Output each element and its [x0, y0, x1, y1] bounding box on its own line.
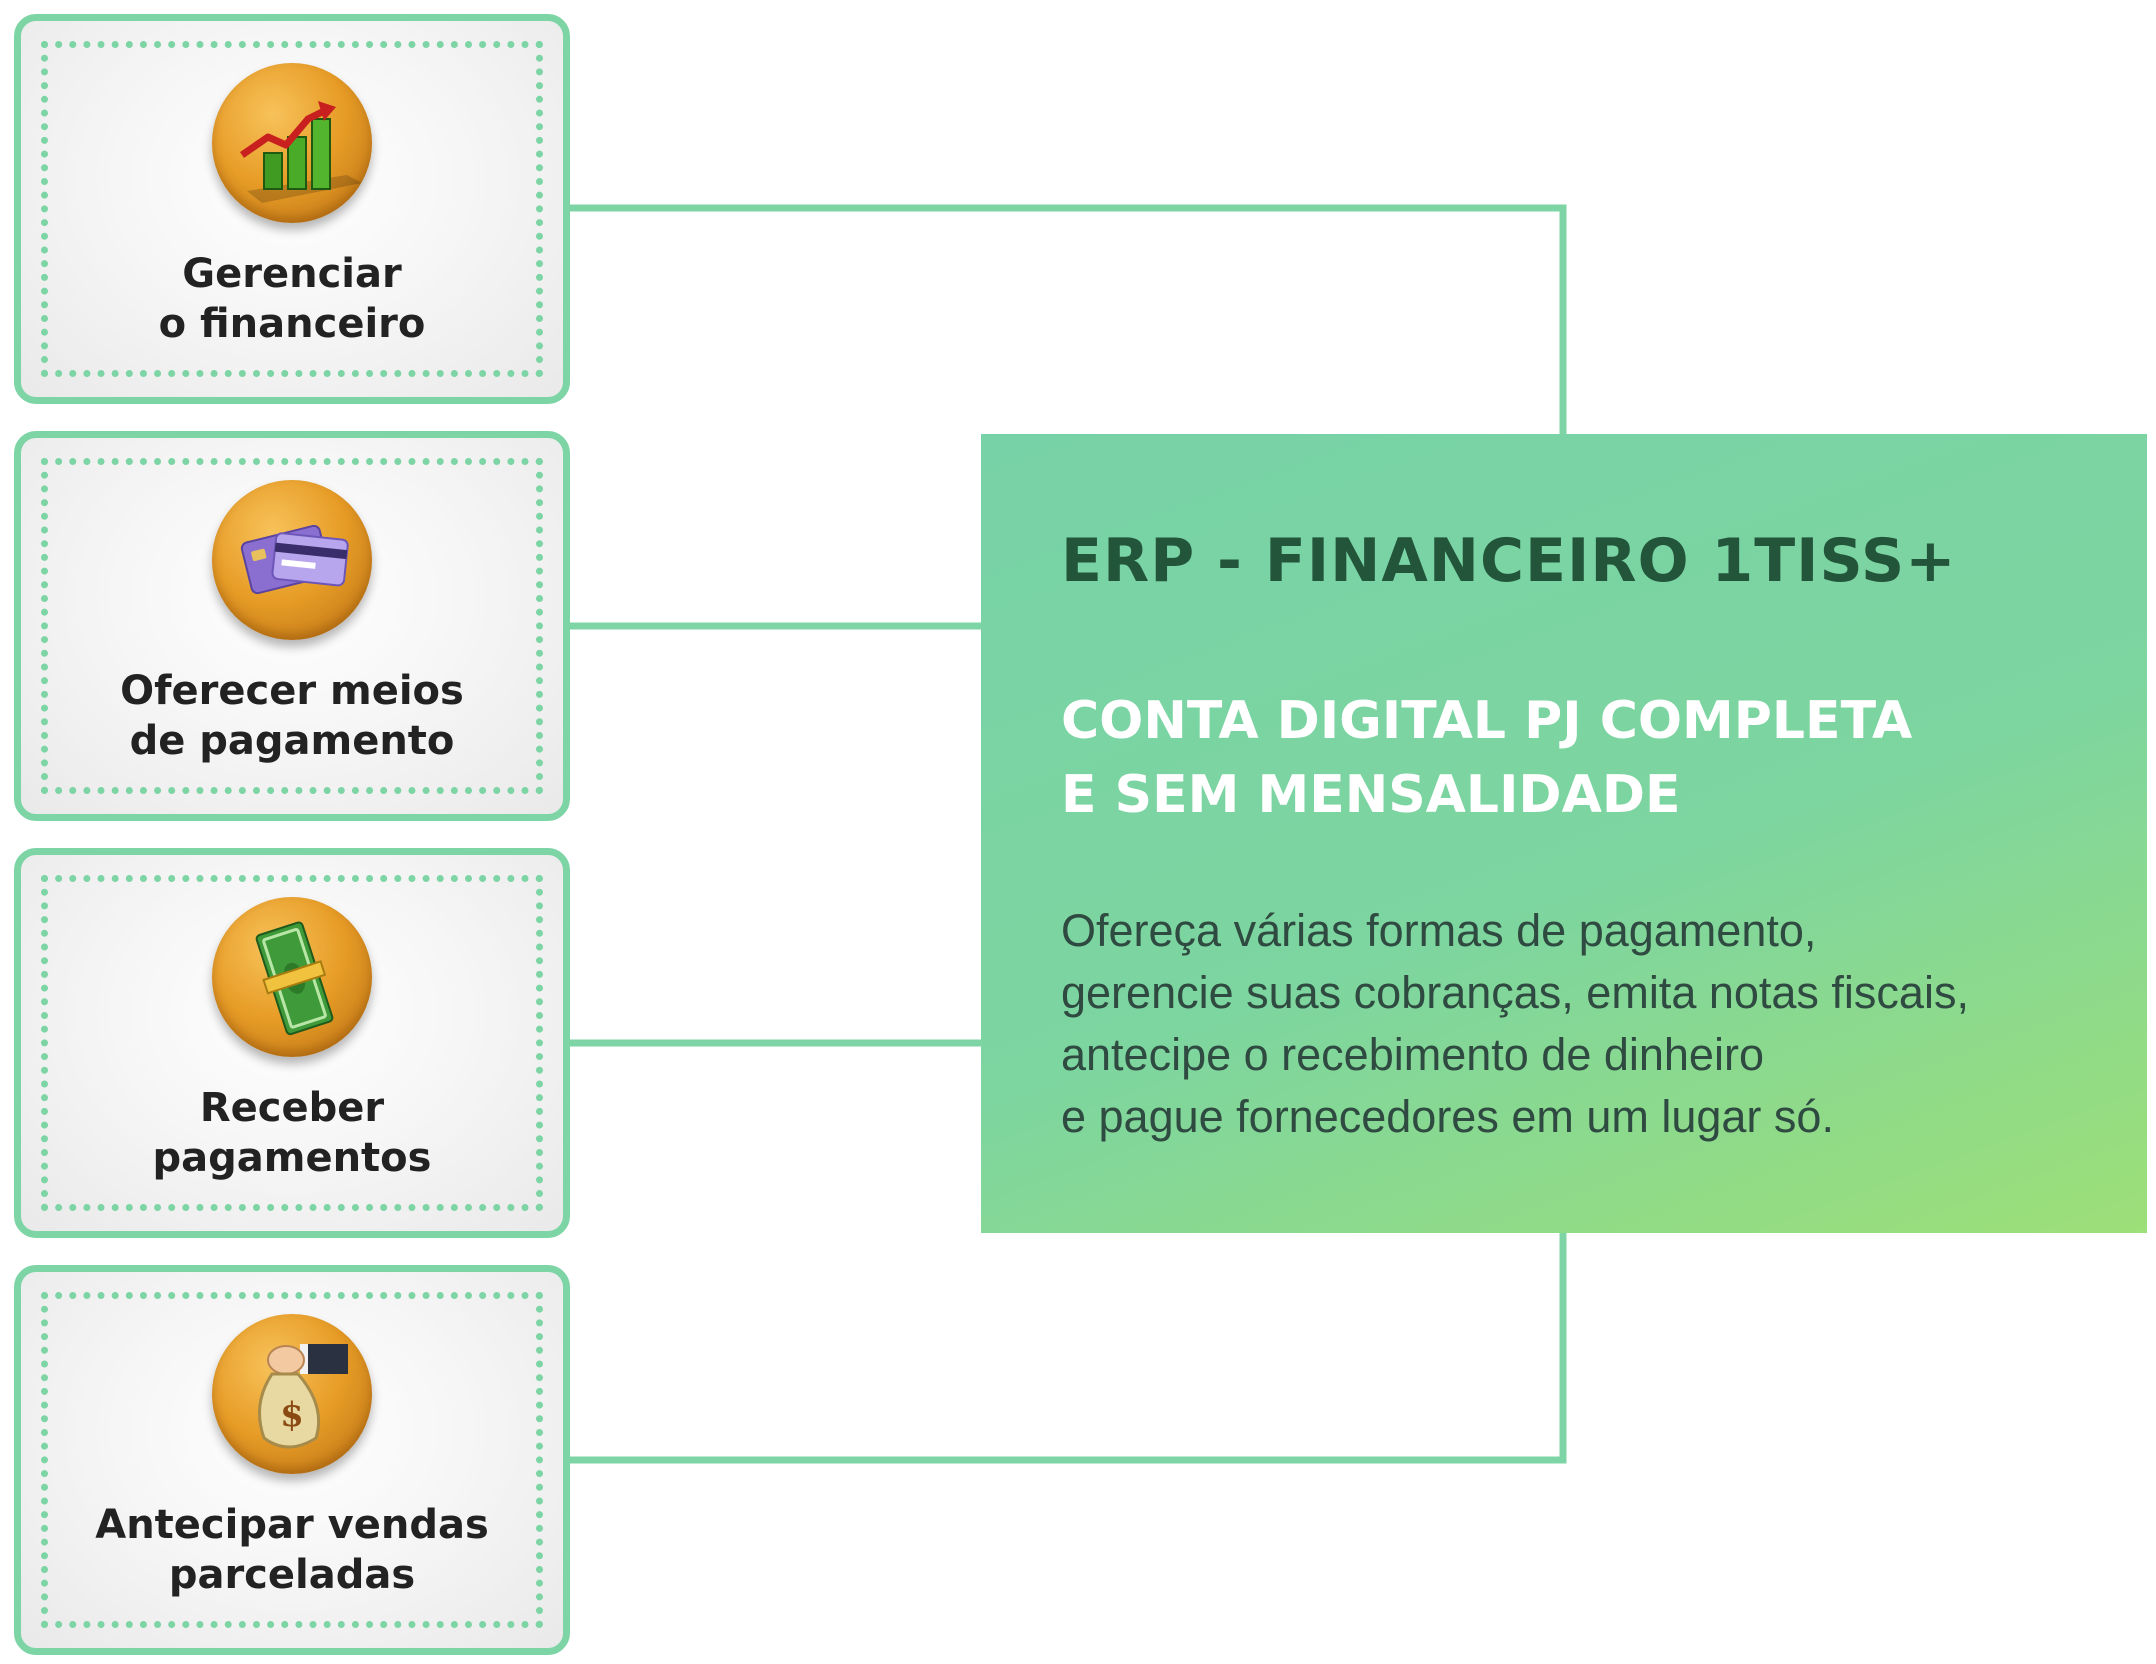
card-label: Antecipar vendas parceladas: [21, 1500, 563, 1600]
card-label-line: pagamentos: [152, 1135, 432, 1181]
card-label-line: parceladas: [168, 1552, 416, 1598]
card-dotted-border: [41, 1292, 543, 1628]
card-label-line: Gerenciar: [182, 251, 402, 297]
subtitle: CONTA DIGITAL PJ COMPLETA E SEM MENSALID…: [1061, 684, 1912, 832]
card-oferecer-meios-pagamento: Oferecer meios de pagamento: [14, 431, 570, 821]
card-label: Oferecer meios de pagamento: [21, 666, 563, 766]
description-line: e pague fornecedores em um lugar só.: [1061, 1091, 1834, 1142]
description-line: antecipe o recebimento de dinheiro: [1061, 1029, 1764, 1080]
card-dotted-border: [41, 458, 543, 794]
subtitle-line: E SEM MENSALIDADE: [1061, 765, 1681, 825]
page-title: ERP - FINANCEIRO 1TISS+: [1061, 526, 1957, 596]
subtitle-line: CONTA DIGITAL PJ COMPLETA: [1061, 691, 1913, 751]
description-line: Ofereça várias formas de pagamento,: [1061, 905, 1817, 956]
card-label-line: Oferecer meios: [120, 668, 464, 714]
card-receber-pagamentos: Receber pagamentos: [14, 848, 570, 1238]
card-dotted-border: [41, 41, 543, 377]
card-label: Receber pagamentos: [21, 1083, 563, 1183]
money-bag-icon: $: [212, 1314, 372, 1474]
description: Ofereça várias formas de pagamento, gere…: [1061, 900, 1969, 1148]
growth-chart-icon: [212, 63, 372, 223]
card-gerenciar-financeiro: Gerenciar o financeiro: [14, 14, 570, 404]
connector-card-4: [570, 1233, 1567, 1464]
cash-bundle-icon: [212, 897, 372, 1057]
erp-summary-box: ERP - FINANCEIRO 1TISS+ CONTA DIGITAL PJ…: [981, 434, 2147, 1233]
svg-text:$: $: [280, 1395, 304, 1435]
card-dotted-border: [41, 875, 543, 1211]
card-antecipar-vendas: $ Antecipar vendas parceladas: [14, 1265, 570, 1655]
card-label-line: Antecipar vendas: [95, 1502, 489, 1548]
credit-card-icon: [212, 480, 372, 640]
card-label-line: Receber: [199, 1085, 385, 1131]
connector-card-1: [570, 204, 1567, 434]
card-label-line: de pagamento: [129, 718, 455, 764]
description-line: gerencie suas cobranças, emita notas fis…: [1061, 967, 1969, 1018]
card-label-line: o financeiro: [158, 301, 426, 347]
card-label: Gerenciar o financeiro: [21, 249, 563, 349]
